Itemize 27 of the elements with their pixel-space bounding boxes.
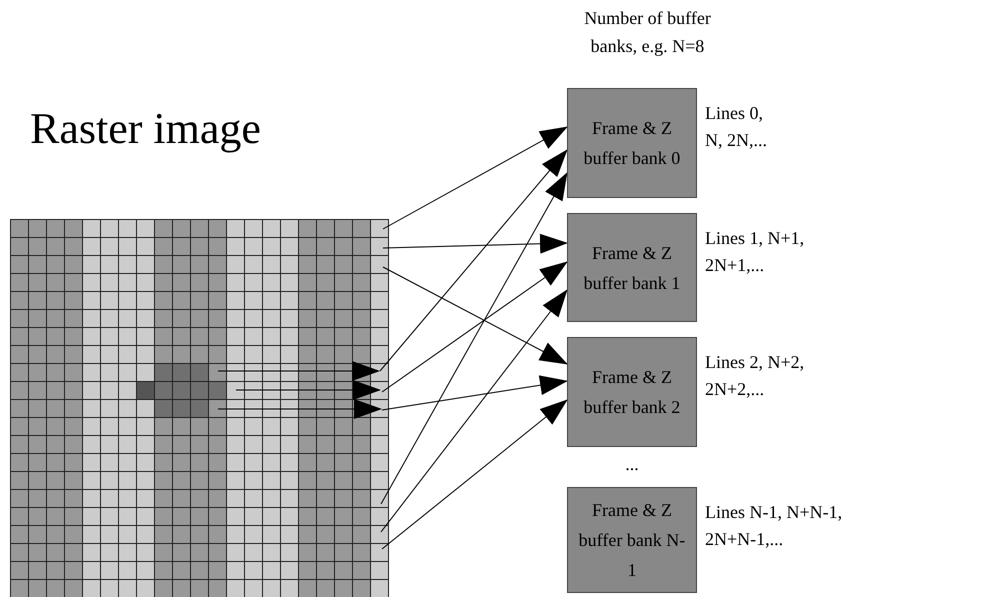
- arrow: [382, 234, 568, 254]
- line-assignment-note: Lines N-1, N+N-1, 2N+N-1,...: [705, 501, 844, 551]
- line-assignment-note: Lines 1, N+1, 2N+1,...: [705, 227, 805, 277]
- ellipsis: ...: [624, 453, 640, 476]
- bank-label: Frame & Z buffer bank 1: [582, 242, 682, 294]
- bank-label: Frame & Z buffer bank N-1: [578, 499, 686, 582]
- line-assignment-note: Lines 2, N+2, 2N+2,...: [705, 351, 805, 401]
- arrow: [218, 361, 380, 381]
- arrow: [382, 399, 568, 550]
- buffer-bank-box: [567, 337, 697, 447]
- arrow: [382, 261, 568, 392]
- arrow: [382, 266, 568, 364]
- arrow: [218, 399, 382, 419]
- line-assignment-note: Lines 0, N, 2N,...: [705, 102, 768, 152]
- arrow: [380, 172, 568, 504]
- buffer-bank-box: [567, 88, 697, 198]
- heading: Raster image: [30, 103, 261, 155]
- arrow: [382, 126, 568, 230]
- bank-label: Frame & Z buffer bank 2: [582, 366, 682, 419]
- buffer-bank-box: [567, 213, 697, 322]
- arrow: [380, 149, 568, 372]
- arrow: [382, 375, 568, 410]
- bank-label: Frame & Z buffer bank 0: [582, 117, 682, 170]
- buffer-bank-box: [567, 487, 697, 593]
- arrow: [236, 380, 381, 400]
- arrow: [380, 289, 568, 532]
- bank-count-note: Number of buffer banks, e.g. N=8: [583, 7, 712, 58]
